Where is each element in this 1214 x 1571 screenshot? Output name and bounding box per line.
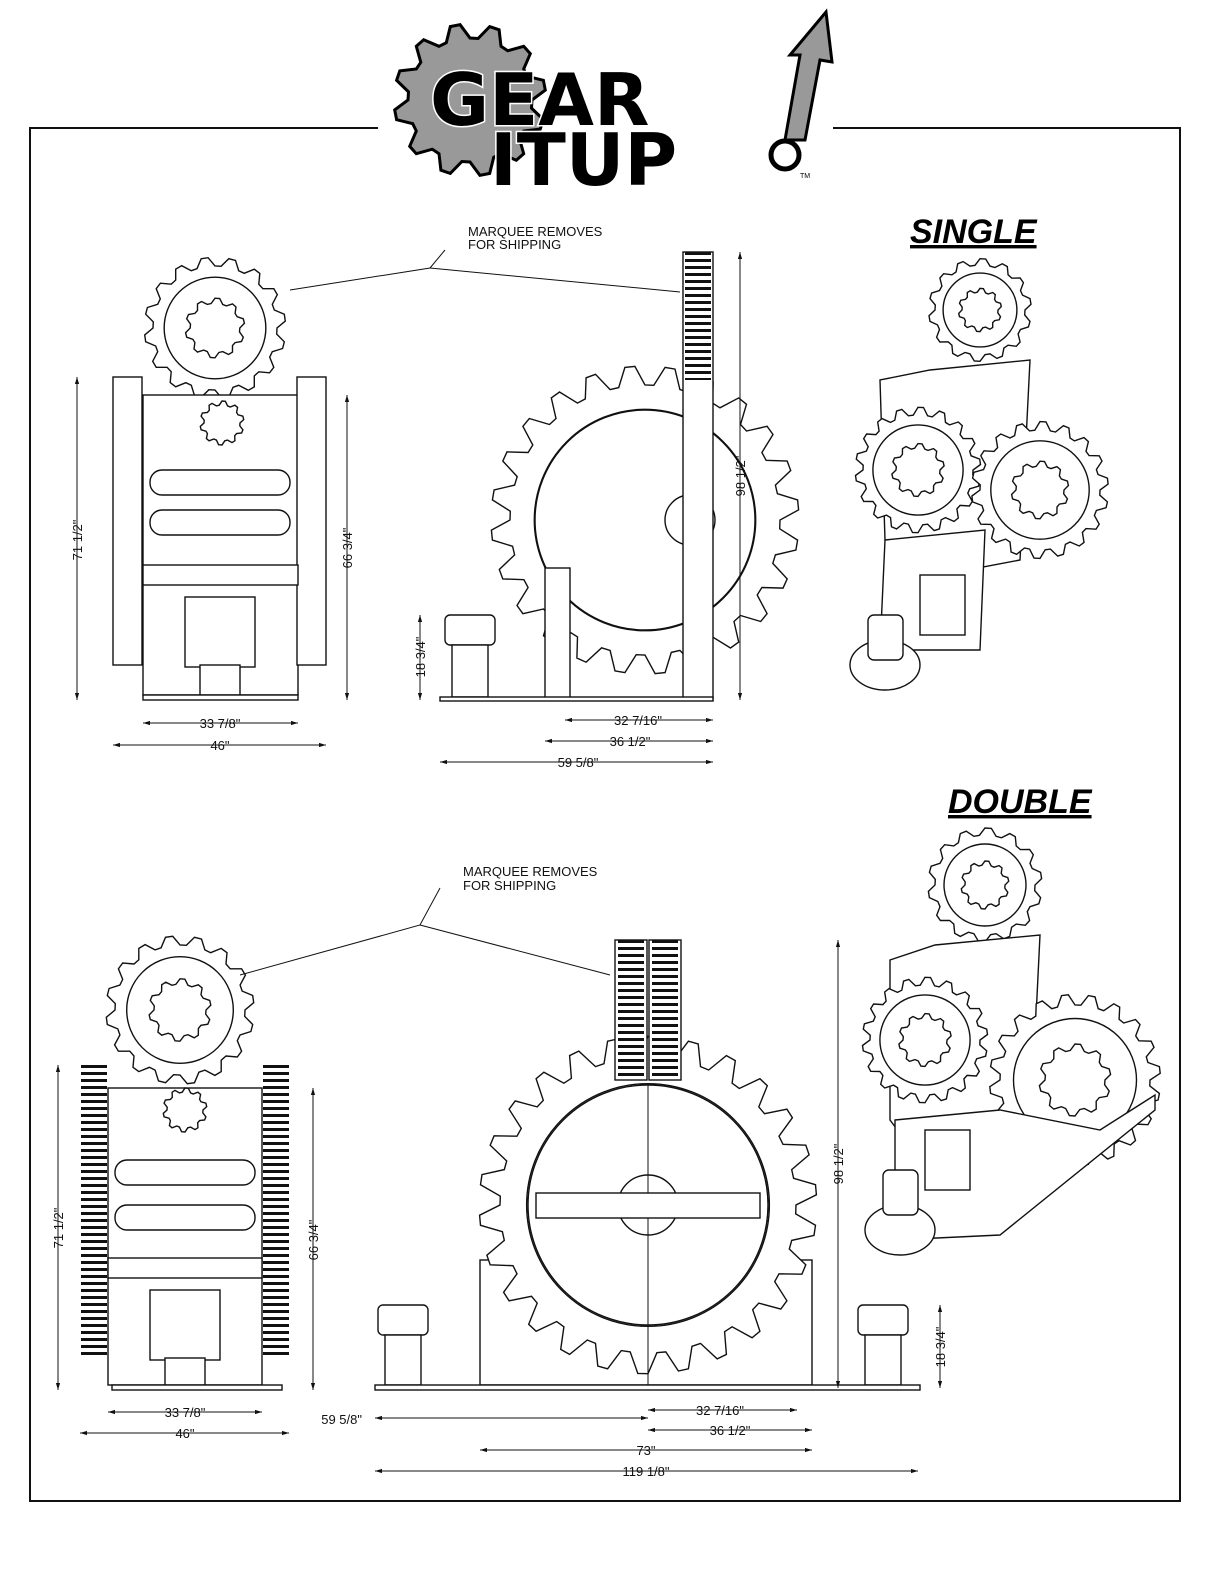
gear-icon	[199, 400, 245, 446]
logo-gear-icon	[393, 23, 547, 177]
dimension-lines	[55, 252, 943, 1474]
dim-double-side-height: 98 1/2"	[831, 1143, 846, 1184]
gear-center	[891, 442, 945, 498]
double-front-view	[81, 935, 289, 1391]
double-isometric-view	[861, 827, 1161, 1256]
dim-single-width-total: 46"	[210, 738, 229, 753]
svg-text:FOR SHIPPING: FOR SHIPPING	[463, 878, 556, 893]
single-front-view	[112, 256, 327, 701]
dim-double-depth-base: 36 1/2"	[710, 1423, 751, 1438]
single-isometric-view	[849, 257, 1109, 691]
dim-single-depth-total: 59 5/8"	[558, 755, 599, 770]
gear-center	[1038, 1043, 1112, 1117]
dim-single-width-cabinet: 33 7/8"	[200, 716, 241, 731]
gear-icon	[861, 976, 989, 1104]
dim-single-height-cabinet: 66 3/4"	[340, 527, 355, 568]
marquee-note-single: MARQUEE REMOVES FOR SHIPPING	[289, 224, 681, 293]
gear-it-up-logo: GEAR ITUP TM	[378, 8, 834, 204]
double-side-view	[374, 939, 921, 1391]
dim-double-stool-height: 18 3/4"	[933, 1326, 948, 1367]
gear-outline	[162, 1087, 208, 1133]
gear-dot-icon	[768, 138, 802, 172]
gear-icon	[971, 420, 1109, 560]
svg-text:MARQUEE REMOVES: MARQUEE REMOVES	[468, 224, 603, 239]
dim-double-width-cabinet: 33 7/8"	[165, 1405, 206, 1420]
dimension-labels: 71 1/2" 66 3/4" 33 7/8" 46" 98 1/2" 18 3…	[51, 455, 948, 1479]
gear-center	[898, 1012, 952, 1068]
gear-icon	[105, 935, 255, 1085]
svg-text:ITUP: ITUP	[490, 118, 677, 202]
dim-double-total-span: 119 1/8"	[622, 1464, 669, 1479]
dim-double-half-span: 59 5/8"	[321, 1412, 362, 1427]
marquee-note-double: MARQUEE REMOVES FOR SHIPPING	[239, 864, 611, 976]
double-title: DOUBLE	[948, 783, 1093, 821]
gear-center	[148, 978, 212, 1042]
gear-icon	[143, 256, 287, 400]
dim-single-height-total: 71 1/2"	[70, 519, 85, 560]
dim-single-depth-cabinet: 32 7/16"	[614, 713, 662, 728]
gear-center	[1010, 460, 1070, 520]
gear-icon	[928, 257, 1032, 363]
single-title: SINGLE	[910, 213, 1038, 251]
gear-center	[184, 297, 246, 359]
dim-double-depth-cabinet: 32 7/16"	[696, 1403, 744, 1418]
svg-text:TM: TM	[800, 173, 810, 180]
dim-single-stool-height: 18 3/4"	[413, 636, 428, 677]
gear-icon	[854, 406, 982, 534]
dim-single-side-height: 98 1/2"	[733, 455, 748, 496]
gear-center	[960, 860, 1010, 910]
dim-double-height-cabinet: 66 3/4"	[306, 1219, 321, 1260]
svg-text:GEAR: GEAR	[430, 58, 649, 142]
arrow-up-icon	[783, 8, 834, 142]
dim-double-width-total: 46"	[175, 1426, 194, 1441]
gear-center	[957, 287, 1003, 333]
dim-double-cabinet-span: 73"	[636, 1443, 655, 1458]
gear-icon	[927, 827, 1043, 943]
gear-outline	[199, 400, 245, 446]
dim-single-depth-base: 36 1/2"	[610, 734, 651, 749]
dim-double-height-total: 71 1/2"	[51, 1207, 66, 1248]
svg-text:MARQUEE REMOVES: MARQUEE REMOVES	[463, 864, 598, 879]
svg-text:FOR SHIPPING: FOR SHIPPING	[468, 237, 561, 252]
gear-icon	[162, 1087, 208, 1133]
single-side-view	[439, 251, 800, 702]
